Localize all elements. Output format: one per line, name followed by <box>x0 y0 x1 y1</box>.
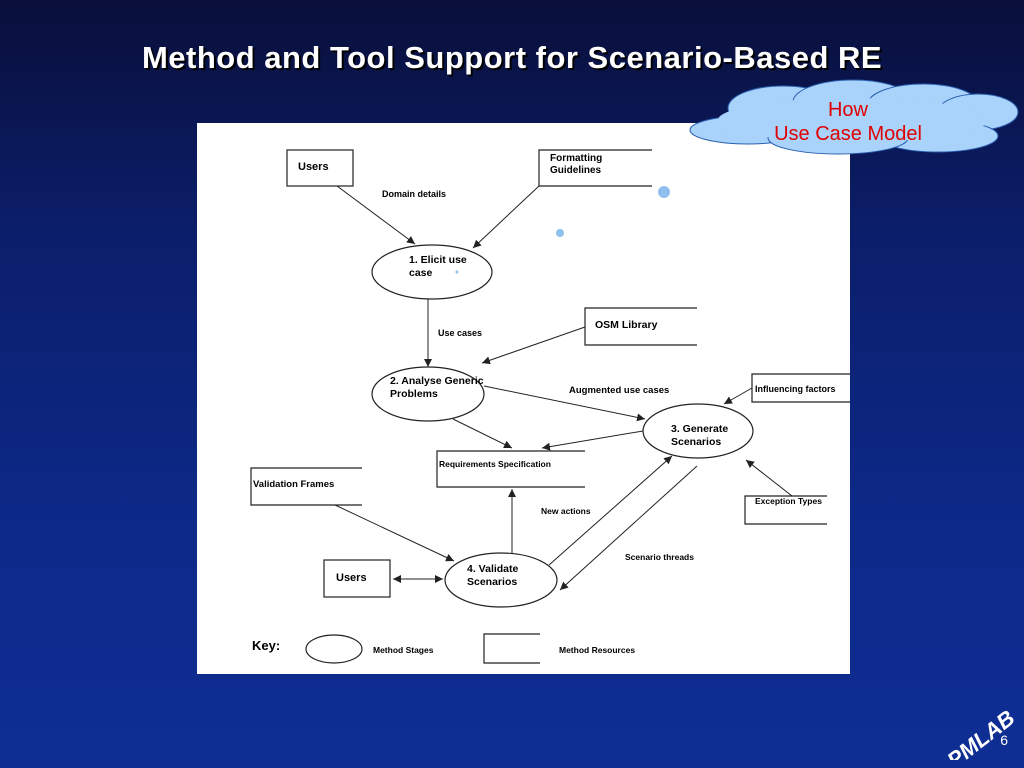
resource-exception-label: Exception Types <box>755 496 822 506</box>
callout-bubble-large <box>658 186 670 198</box>
formatting-label-2: Guidelines <box>550 165 602 176</box>
resource-osm-library: OSM Library <box>584 307 697 346</box>
slide-title: Method and Tool Support for Scenario-Bas… <box>141 40 883 75</box>
resource-formatting-guidelines: Formatting Guidelines <box>538 149 652 187</box>
flow-formatting-to-elicit <box>472 185 540 249</box>
stage-3-label-1: 3. Generate <box>671 423 728 435</box>
resource-validation-frames: Validation Frames <box>250 467 362 506</box>
key-stage-symbol <box>305 634 363 664</box>
stage-generate-scenarios: 3. Generate Scenarios <box>642 403 754 459</box>
flow-use-cases-label: Use cases <box>438 328 482 338</box>
resource-exception-types: Exception Types <box>744 495 827 525</box>
flow-augmented-use-cases <box>483 385 646 422</box>
flow-validation-to-validate <box>334 504 455 562</box>
diagram-panel: Users Formatting Guidelines 1. Elicit us… <box>197 123 850 674</box>
stage-analyse-generic-problems: 2. Analyse Generic Problems <box>371 366 485 422</box>
stage-2-label-2: Problems <box>390 388 438 400</box>
flow-exception-to-generate <box>745 459 793 497</box>
flow-new-actions <box>548 455 673 566</box>
resource-validation-frames-label: Validation Frames <box>253 479 334 490</box>
resource-influencing-factors: Influencing factors <box>751 373 850 403</box>
stage-1-label-1: 1. Elicit use <box>409 254 467 266</box>
formatting-label-1: Formatting <box>550 153 602 164</box>
stage-4-label-1: 4. Validate <box>467 563 519 575</box>
resource-users-top-label: Users <box>298 161 329 173</box>
resource-requirements-specification: Requirements Specification <box>436 450 585 488</box>
flow-augmented-label: Augmented use cases <box>569 385 669 396</box>
flow-scenario-threads-label: Scenario threads <box>625 552 694 562</box>
stage-elicit-use-case: 1. Elicit use case <box>371 244 493 300</box>
stage-2-label-1: 2. Analyse Generic <box>390 375 484 387</box>
page-number: 6 <box>1000 732 1008 748</box>
flow-new-actions-label: New actions <box>541 506 591 516</box>
flow-influencing-to-generate <box>723 387 753 405</box>
scenario-method-diagram: Users Formatting Guidelines 1. Elicit us… <box>250 149 850 664</box>
stage-1-label-2: case <box>409 267 433 279</box>
key-label: Key: <box>252 638 280 653</box>
callout-bubble-medium <box>556 229 564 237</box>
flow-domain-details <box>336 185 416 245</box>
pmlab-logo: PMLAB <box>942 705 1019 760</box>
resource-users-top: Users <box>286 149 354 187</box>
resource-users-bottom: Users <box>323 559 391 598</box>
callout-bubble-small <box>455 270 459 274</box>
flow-scenario-threads <box>559 465 698 591</box>
key-resource-symbol <box>483 633 540 664</box>
key-resources-label: Method Resources <box>559 645 635 655</box>
callout-line-1: How <box>827 99 868 121</box>
diagram-key: Key: Method Stages Method Resources <box>252 633 635 664</box>
resource-users-bottom-label: Users <box>336 572 367 584</box>
stage-3-label-2: Scenarios <box>671 436 721 448</box>
flow-analyse-to-requirements <box>452 418 513 449</box>
flow-generate-to-requirements <box>541 430 644 451</box>
stage-validate-scenarios: 4. Validate Scenarios <box>444 552 558 608</box>
cloud-callout-text: How Use Case Model <box>688 98 1008 146</box>
stage-4-label-2: Scenarios <box>467 576 517 588</box>
resource-requirements-label: Requirements Specification <box>439 459 551 469</box>
flow-domain-details-label: Domain details <box>382 189 446 199</box>
resource-influencing-label: Influencing factors <box>755 384 836 394</box>
resource-osm-label: OSM Library <box>595 319 658 331</box>
key-stages-label: Method Stages <box>373 645 434 655</box>
flow-osm-to-analyse <box>481 326 586 365</box>
callout-line-2: Use Case Model <box>774 123 922 145</box>
cloud-callout <box>689 79 1019 155</box>
